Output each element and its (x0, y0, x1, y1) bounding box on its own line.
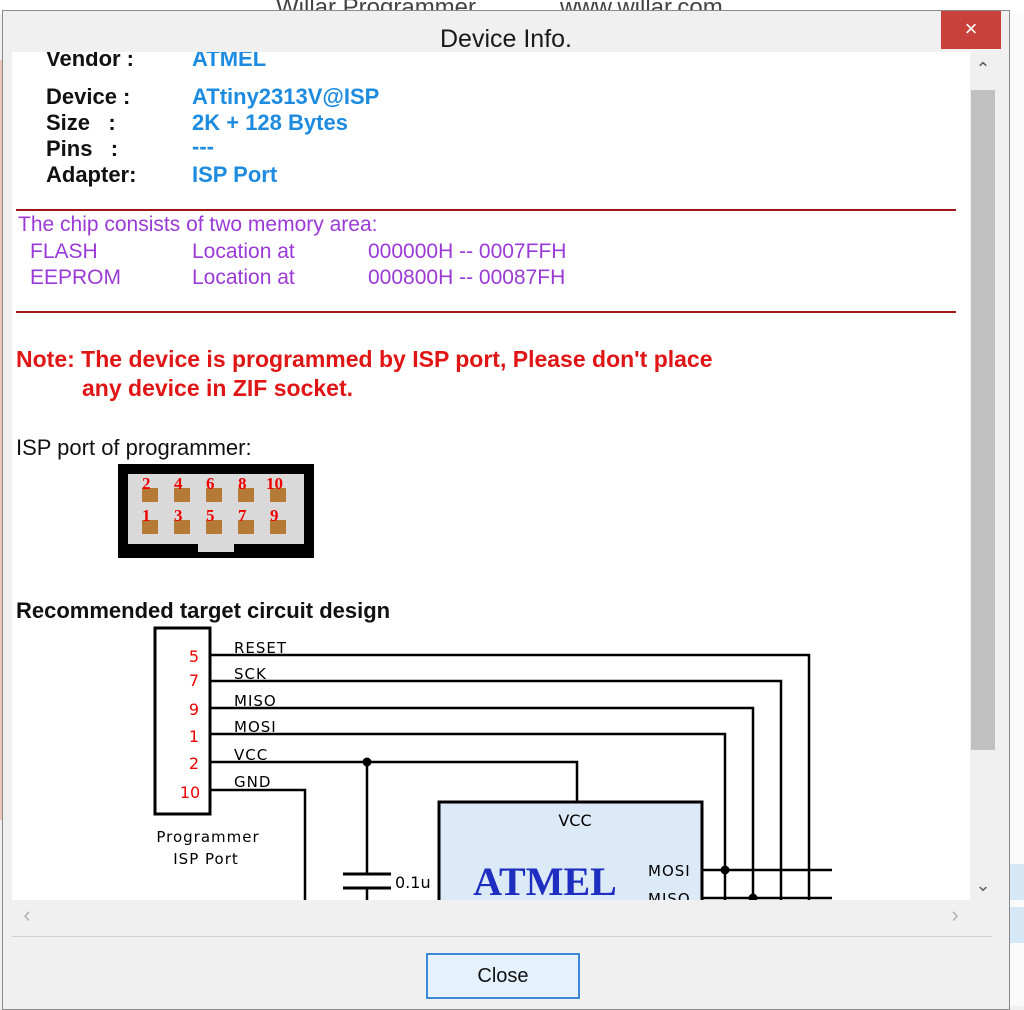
pin-pad (206, 520, 222, 534)
horizontal-scrollbar[interactable]: ‹ › (12, 900, 970, 930)
circuit-pin-number: 5 (189, 647, 199, 666)
memory-row-location: Location at (192, 240, 295, 263)
vendor-value: ATMEL (192, 52, 267, 71)
pin-pad (174, 520, 190, 534)
vendor-label: Vendor : (46, 52, 135, 71)
junction-dot (720, 865, 730, 875)
chip-brand: ATMEL (473, 859, 617, 900)
pin-pad (174, 488, 190, 502)
pin-number: 3 (174, 506, 183, 525)
circuit-heading: Recommended target circuit design (16, 598, 391, 623)
capacitor-label: 0.1u (395, 873, 431, 892)
pin-number: 4 (174, 474, 183, 493)
dialog-title: Device Info. (439, 25, 572, 53)
divider (16, 209, 956, 211)
scroll-left-icon[interactable]: ‹ (23, 902, 31, 927)
chip-miso-label: MISO (648, 890, 691, 900)
memory-row-location: Location at (192, 266, 295, 289)
note-line-1: Note: The device is programmed by ISP po… (16, 346, 713, 372)
circuit-pin-number: 1 (189, 727, 199, 746)
chip-vcc-label: VCC (558, 811, 591, 830)
isp-port-label: ISP port of programmer: (16, 435, 252, 460)
circuit-pin-number: 9 (189, 700, 199, 719)
footer-divider (12, 936, 992, 937)
pin-pad (270, 488, 286, 502)
chip-mosi-label: MOSI (648, 862, 691, 880)
connector-notch (198, 544, 234, 552)
background-window-edge-left (0, 60, 3, 820)
memory-row-name: FLASH (30, 240, 98, 263)
pins-value: --- (192, 134, 214, 159)
divider (16, 311, 956, 313)
programmer-label: ISP Port (173, 850, 239, 868)
vertical-scrollbar[interactable]: ⌃ ⌄ (970, 52, 996, 900)
signal-label: RESET (234, 639, 287, 657)
pins-label: Pins : (46, 136, 119, 161)
pin-number: 9 (270, 506, 279, 525)
device-info-content[interactable]: Vendor : ATMEL Device : ATtiny2313V@ISP … (12, 52, 970, 900)
programmer-label: Programmer (156, 828, 259, 846)
scroll-up-icon[interactable]: ⌃ (975, 59, 991, 79)
memory-row-range: 000000H -- 0007FFH (368, 240, 567, 263)
adapter-value: ISP Port (192, 162, 278, 187)
adapter-label: Adapter: (46, 162, 137, 187)
pin-number: 10 (266, 474, 283, 493)
junction-dot (362, 757, 372, 767)
pin-number: 6 (206, 474, 215, 493)
pin-number: 7 (238, 506, 247, 525)
signal-label: MOSI (234, 718, 277, 736)
background-highlight (1010, 907, 1024, 943)
mosi-wire (210, 732, 727, 900)
pin-pad (206, 488, 222, 502)
memory-row-range: 000800H -- 00087FH (368, 266, 566, 289)
pin-number: 5 (206, 506, 215, 525)
gnd-wire (210, 788, 307, 900)
size-value: 2K + 128 Bytes (192, 110, 348, 135)
programmer-box (153, 626, 212, 816)
signal-label: MISO (234, 692, 277, 710)
signal-label: SCK (234, 665, 267, 683)
device-value: ATtiny2313V@ISP (192, 84, 380, 109)
pin-pad (238, 488, 254, 502)
reset-wire (210, 653, 811, 900)
scroll-right-icon[interactable]: › (951, 902, 959, 927)
sck-wire (210, 679, 783, 900)
scrollbar-thumb[interactable] (971, 90, 995, 750)
pin-pad (238, 520, 254, 534)
pin-number: 2 (142, 474, 151, 493)
signal-label: VCC (234, 746, 268, 764)
note-line-2: any device in ZIF socket. (82, 375, 353, 401)
background-highlight (1010, 864, 1024, 900)
circuit-pin-number: 7 (189, 671, 199, 690)
close-icon[interactable]: × (941, 11, 1001, 49)
atmel-chip (437, 800, 704, 900)
device-label: Device : (46, 84, 131, 109)
pin-number: 1 (142, 506, 151, 525)
pin-number: 8 (238, 474, 247, 493)
isp-connector: 2 4 6 8 10 1 3 5 7 9 (118, 464, 314, 558)
scroll-down-icon[interactable]: ⌄ (975, 875, 991, 895)
close-button[interactable]: Close (426, 953, 580, 999)
junction-dot (748, 893, 758, 900)
circuit-diagram: 5 7 9 1 2 10 RESET SCK MISO MOSI VCC GND (153, 626, 832, 900)
memory-row-name: EEPROM (30, 266, 122, 289)
size-label: Size : (46, 110, 116, 135)
vcc-wire (210, 760, 579, 802)
pin-pad (142, 520, 158, 534)
signal-label: GND (234, 773, 271, 791)
pin-pad (142, 488, 158, 502)
circuit-pin-number: 2 (189, 754, 199, 773)
circuit-pin-number: 10 (180, 783, 200, 802)
miso-wire (210, 706, 755, 900)
memory-intro: The chip consists of two memory area: (18, 213, 378, 236)
pin-pad (270, 520, 286, 534)
